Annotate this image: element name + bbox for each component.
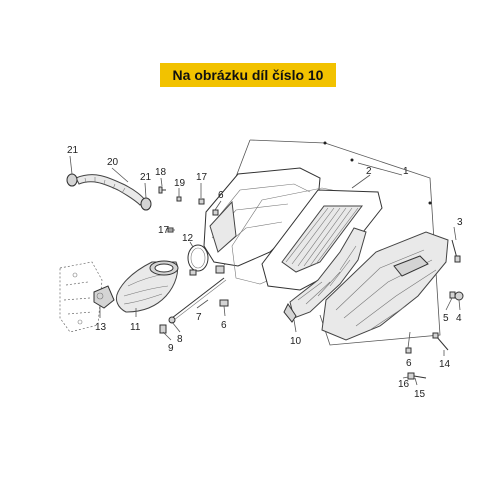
callout-17a: 17 — [196, 172, 208, 183]
callout-16: 16 — [398, 379, 410, 390]
callout-10: 10 — [290, 336, 302, 347]
callout-6b: 6 — [221, 320, 227, 331]
callout-9: 9 — [168, 343, 174, 354]
intake-manifold-icon — [93, 285, 115, 309]
callout-21b: 21 — [140, 172, 152, 183]
callout-13: 13 — [95, 322, 107, 333]
filter-element-icon — [261, 189, 383, 291]
cover-screws-icon — [405, 239, 464, 380]
callout-19: 19 — [174, 178, 186, 189]
callout-labels: 21 20 21 18 19 17 17 6 12 13 11 7 8 9 6 … — [67, 145, 463, 400]
callout-12: 12 — [182, 233, 194, 244]
callout-3: 3 — [457, 217, 463, 228]
callout-1: 1 — [403, 166, 409, 177]
callout-20: 20 — [107, 157, 119, 168]
hose-clamp-icon — [187, 244, 209, 276]
support-rod-icon — [159, 265, 227, 334]
callout-15: 15 — [414, 389, 426, 400]
part-highlight-banner: Na obrázku díl číslo 10 — [160, 63, 336, 87]
leader-lines — [69, 155, 461, 386]
hose-clamp-right-icon — [140, 197, 152, 211]
intake-duct-icon — [115, 260, 179, 313]
callout-6c: 6 — [406, 358, 412, 369]
air-filter-housing-icon — [203, 167, 321, 307]
callout-5: 5 — [443, 313, 449, 324]
breather-hose-icon — [66, 173, 152, 211]
callout-14: 14 — [439, 359, 451, 370]
hose-clamp-left-icon — [66, 173, 78, 187]
callout-18: 18 — [155, 167, 167, 178]
duct-part-10-icon — [283, 227, 367, 323]
engine-block-fragment-icon — [59, 261, 103, 333]
callout-17b: 17 — [158, 225, 170, 236]
callout-21a: 21 — [67, 145, 79, 156]
filter-cover-icon — [321, 231, 449, 341]
callout-4: 4 — [456, 313, 462, 324]
callout-2: 2 — [366, 166, 372, 177]
callout-11: 11 — [130, 322, 141, 333]
callout-7: 7 — [196, 312, 202, 323]
callout-8: 8 — [177, 334, 183, 345]
callout-6a: 6 — [218, 190, 224, 201]
